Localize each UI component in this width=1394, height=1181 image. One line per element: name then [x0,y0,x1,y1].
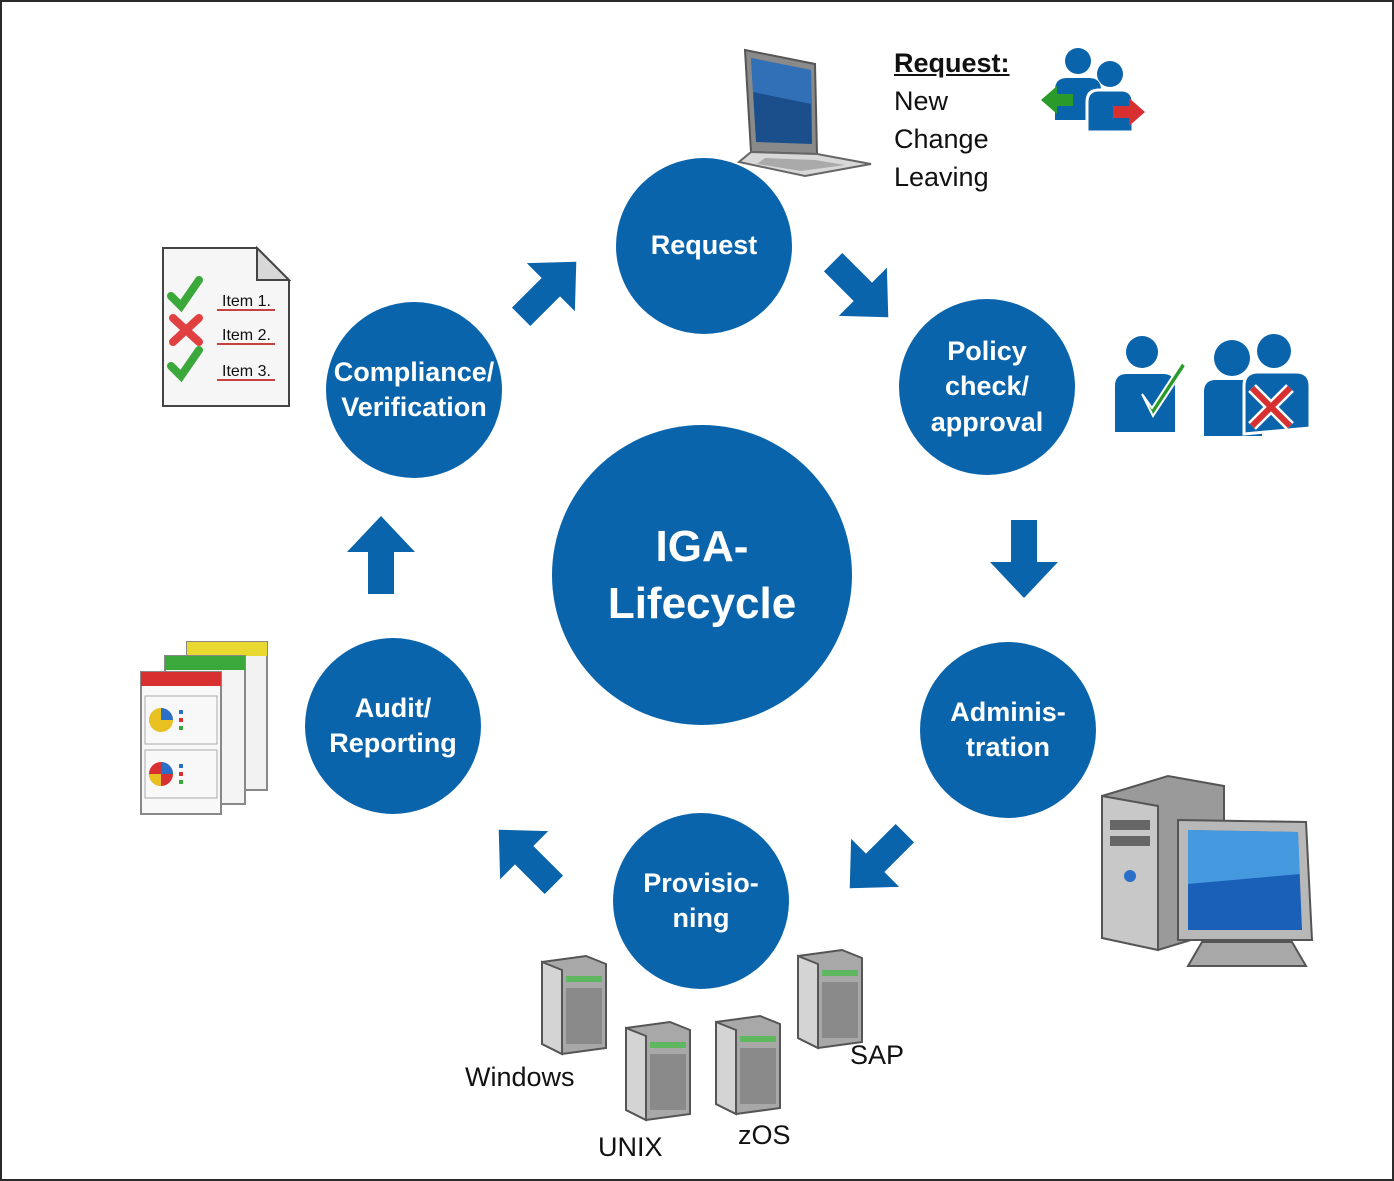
reports-icon [140,641,268,815]
request-item-new: New [894,86,949,116]
checklist-document-icon [162,245,292,407]
stage-compliance: Compliance/ Verification [326,302,502,478]
system-label-unix: UNIX [598,1132,663,1162]
stage-compliance-label: Compliance/ Verification [333,356,495,422]
arrow-audit-to-compliance [347,516,415,594]
hub-label: IGA- Lifecycle [607,521,797,628]
system-label-zos: zOS [738,1120,791,1150]
arrow-administration-to-provisioning [849,823,915,889]
checklist-item-1: Item 1. [222,293,271,310]
stage-policy-check: Policy check/ approval [899,299,1075,475]
server-unix-icon [625,1020,691,1122]
request-heading: Request: [894,48,1010,78]
stage-request: Request [616,158,792,334]
users-rejected-icon [1204,334,1312,436]
user-approved-icon [1115,336,1188,432]
server-zos-icon [715,1014,781,1116]
system-label-windows: Windows [465,1062,575,1092]
server-windows-icon [541,954,607,1056]
stage-policy-label: Policy check/ approval [930,336,1044,437]
arrow-provisioning-to-audit [498,829,564,895]
stage-administration-label: Adminis- tration [950,696,1066,762]
users-exchange-icon [1041,48,1145,134]
checklist-item-2: Item 2. [222,327,271,344]
laptop-icon [736,48,872,178]
arrow-request-to-policy [823,252,889,318]
system-label-sap: SAP [850,1040,905,1070]
desktop-computer-icon [1101,774,1314,967]
stage-provisioning-label: Provisio- ning [643,867,759,933]
stage-audit-reporting: Audit/ Reporting [305,638,481,814]
stage-audit-label: Audit/ Reporting [329,692,457,758]
arrow-policy-to-administration [990,520,1058,598]
request-item-leaving: Leaving [894,162,989,192]
hub-circle: IGA- Lifecycle [552,425,852,725]
request-item-change: Change [894,124,989,154]
arrow-compliance-to-request [511,261,577,327]
stage-administration: Adminis- tration [920,642,1096,818]
stage-request-label: Request [650,230,758,261]
server-sap-icon [797,948,863,1050]
checklist-item-3: Item 3. [222,363,271,380]
stage-provisioning: Provisio- ning [613,813,789,989]
